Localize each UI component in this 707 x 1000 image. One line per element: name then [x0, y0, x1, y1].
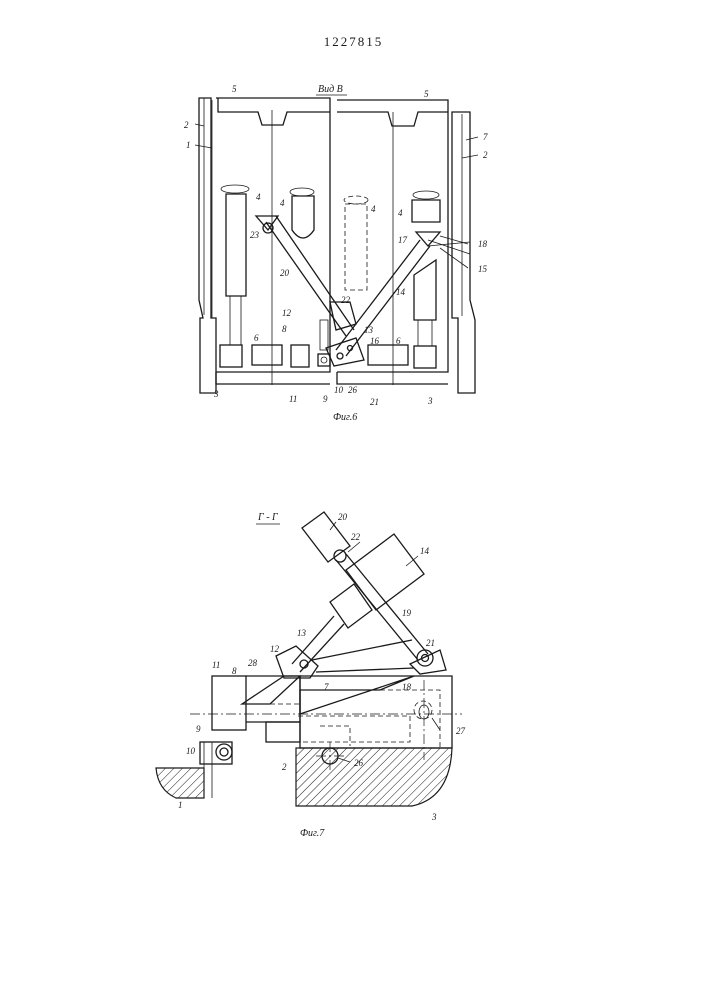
fig7-label-26: 26: [354, 758, 364, 768]
fig6-block-8: [291, 345, 309, 367]
fig6-label-5-right: 5: [424, 89, 429, 99]
fig6-label-13: 13: [364, 325, 374, 335]
fig7-label-9: 9: [196, 724, 201, 734]
fig6-block-6-left: [252, 345, 282, 365]
fig6-label-8: 8: [282, 324, 287, 334]
fig7-label-18: 18: [402, 682, 412, 692]
fig6-cylinder-4b: [290, 188, 314, 238]
fig6-label-4d: 4: [398, 208, 403, 218]
fig7-label-11: 11: [212, 660, 220, 670]
fig7-link-19: [312, 640, 414, 672]
fig6-label-3-right: 3: [427, 396, 433, 406]
fig6-label-16: 16: [370, 336, 380, 346]
fig6-label-9: 9: [323, 394, 328, 404]
fig7-label-2: 2: [282, 762, 287, 772]
fig7-section-title: Г - Г: [257, 512, 278, 523]
fig6-block-6-right: [368, 345, 408, 365]
fig6-caption: Фиг.6: [333, 412, 357, 423]
fig7-label-19: 19: [402, 608, 412, 618]
fig6-label-2-left: 2: [184, 120, 189, 130]
fig6-label-22: 22: [341, 295, 351, 305]
fig7-bracket-12: [276, 646, 318, 678]
fig6-label-21: 21: [370, 397, 379, 407]
fig6-label-4a: 4: [256, 192, 261, 202]
fig6-label-11: 11: [289, 394, 297, 404]
fig6-label-20: 20: [280, 268, 290, 278]
fig7-label-20: 20: [338, 512, 348, 522]
right-rail: [452, 112, 475, 393]
figure-7: Г - Г: [156, 512, 466, 839]
fig7-label-13: 13: [297, 628, 307, 638]
fig6-label-18: 18: [478, 239, 488, 249]
left-frame: [216, 98, 330, 385]
fig6-label-7-right: 7: [483, 132, 488, 142]
fig6-view-title: Вид В: [318, 84, 343, 95]
fig7-label-8: 8: [232, 666, 237, 676]
fig6-labels: 5 5 2 1 7 2 4 4 4 4 23 17 18 20 15 14 22…: [184, 84, 488, 407]
fig7-caption: Фиг.7: [300, 828, 325, 839]
fig7-base-1: [156, 768, 204, 798]
fig6-label-10: 10: [334, 385, 344, 395]
fig7-cylinder-20: [302, 512, 428, 660]
fig6-label-2-right: 2: [483, 150, 488, 160]
fig6-block-12: [320, 320, 328, 350]
fig7-label-1: 1: [178, 800, 183, 810]
fig6-label-4c: 4: [371, 204, 376, 214]
fig7-label-27: 27: [456, 726, 466, 736]
fig6-label-17: 17: [398, 235, 408, 245]
fig7-label-3: 3: [431, 812, 437, 822]
fig6-cylinder-4c: [344, 196, 368, 290]
left-rail: [199, 98, 216, 393]
fig7-label-28: 28: [248, 658, 258, 668]
fig7-label-7: 7: [324, 682, 329, 692]
fig6-label-6-left: 6: [254, 333, 259, 343]
fig6-label-1-left: 1: [186, 140, 191, 150]
fig6-cylinder-4d: [412, 191, 440, 368]
fig7-label-22: 22: [351, 532, 361, 542]
fig6-label-12: 12: [282, 308, 292, 318]
fig7-label-12: 12: [270, 644, 280, 654]
fig6-label-15: 15: [478, 264, 488, 274]
fig6-link-rods: [256, 216, 470, 366]
fig6-label-4b: 4: [280, 198, 285, 208]
fig6-label-6-right: 6: [396, 336, 401, 346]
fig6-cylinder-4a: [220, 185, 249, 367]
fig7-label-21: 21: [426, 638, 435, 648]
fig7-label-14: 14: [420, 546, 430, 556]
fig6-label-23: 23: [250, 230, 260, 240]
figure-6: Вид В: [184, 84, 488, 423]
fig6-label-3-left: 3: [213, 389, 219, 399]
fig6-label-26: 26: [348, 385, 358, 395]
fig7-roller-9: [200, 742, 232, 798]
fig7-label-10: 10: [186, 746, 196, 756]
fig7-base-3: [296, 748, 452, 806]
fig6-label-5-left: 5: [232, 84, 237, 94]
fig6-label-14: 14: [396, 287, 406, 297]
